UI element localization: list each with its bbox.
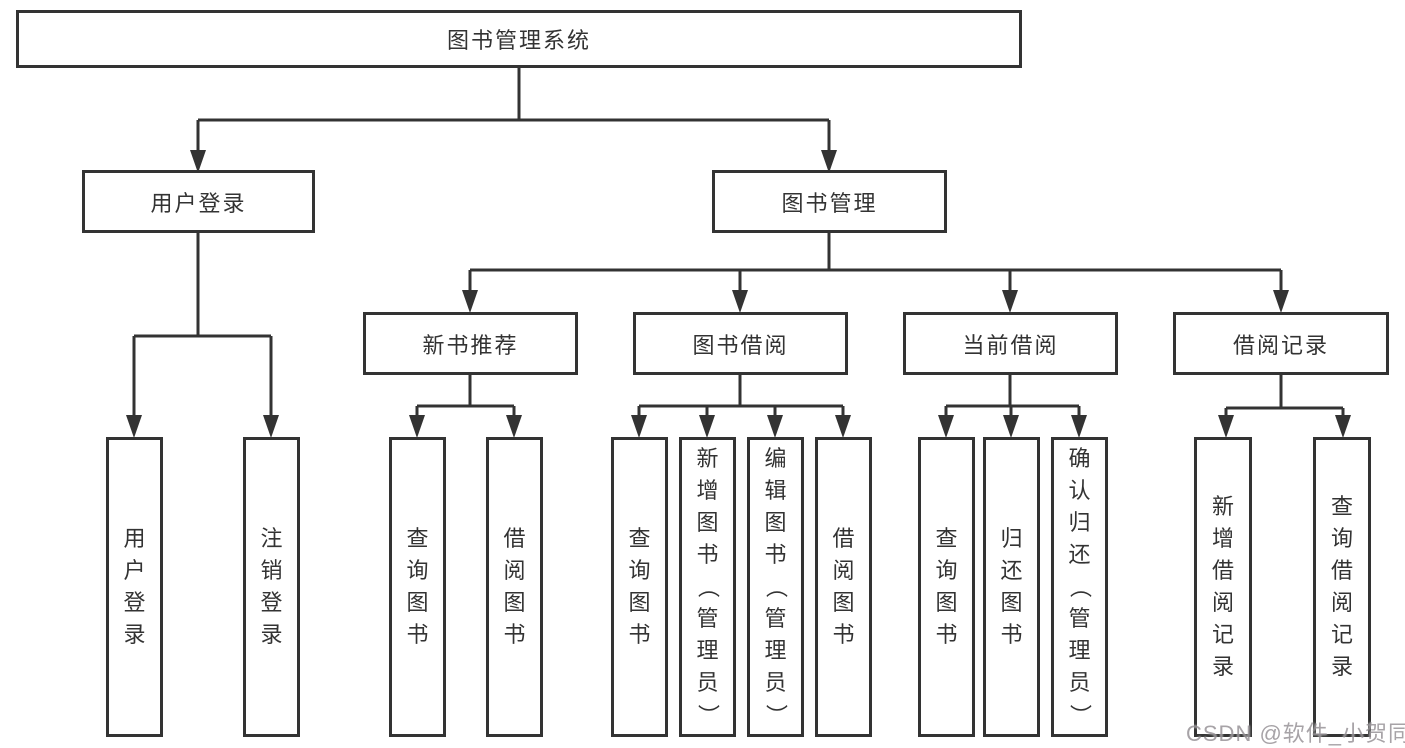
node-book-borrowing: 图书借阅 xyxy=(633,312,848,375)
leaf-user-login: 用户登录 xyxy=(106,437,163,737)
node-book-management: 图书管理 xyxy=(712,170,947,233)
leaf-query-books-current: 查询图书 xyxy=(918,437,975,737)
node-new-book-recommend: 新书推荐 xyxy=(363,312,578,375)
node-borrowing-records: 借阅记录 xyxy=(1173,312,1389,375)
leaf-query-books-recommend: 查询图书 xyxy=(389,437,446,737)
arrowheads xyxy=(126,150,1351,438)
leaf-borrow-books-recommend: 借阅图书 xyxy=(486,437,543,737)
leaf-confirm-return-admin: 确认归还（管理员） xyxy=(1051,437,1108,737)
leaf-borrow-books: 借阅图书 xyxy=(815,437,872,737)
leaf-query-borrow-record: 查询借阅记录 xyxy=(1313,437,1371,737)
leaf-edit-books-admin: 编辑图书（管理员） xyxy=(747,437,804,737)
leaf-add-books-admin: 新增图书（管理员） xyxy=(679,437,736,737)
connector-paths xyxy=(132,68,1345,433)
leaf-add-borrow-record: 新增借阅记录 xyxy=(1194,437,1252,737)
leaf-query-books-borrowing: 查询图书 xyxy=(611,437,668,737)
csdn-watermark: CSDN @软件_小贺同学 xyxy=(1186,721,1405,746)
node-current-borrowing: 当前借阅 xyxy=(903,312,1118,375)
node-user-login: 用户登录 xyxy=(82,170,315,233)
node-library-management-system: 图书管理系统 xyxy=(16,10,1022,68)
leaf-logout: 注销登录 xyxy=(243,437,300,737)
leaf-return-books: 归还图书 xyxy=(983,437,1040,737)
